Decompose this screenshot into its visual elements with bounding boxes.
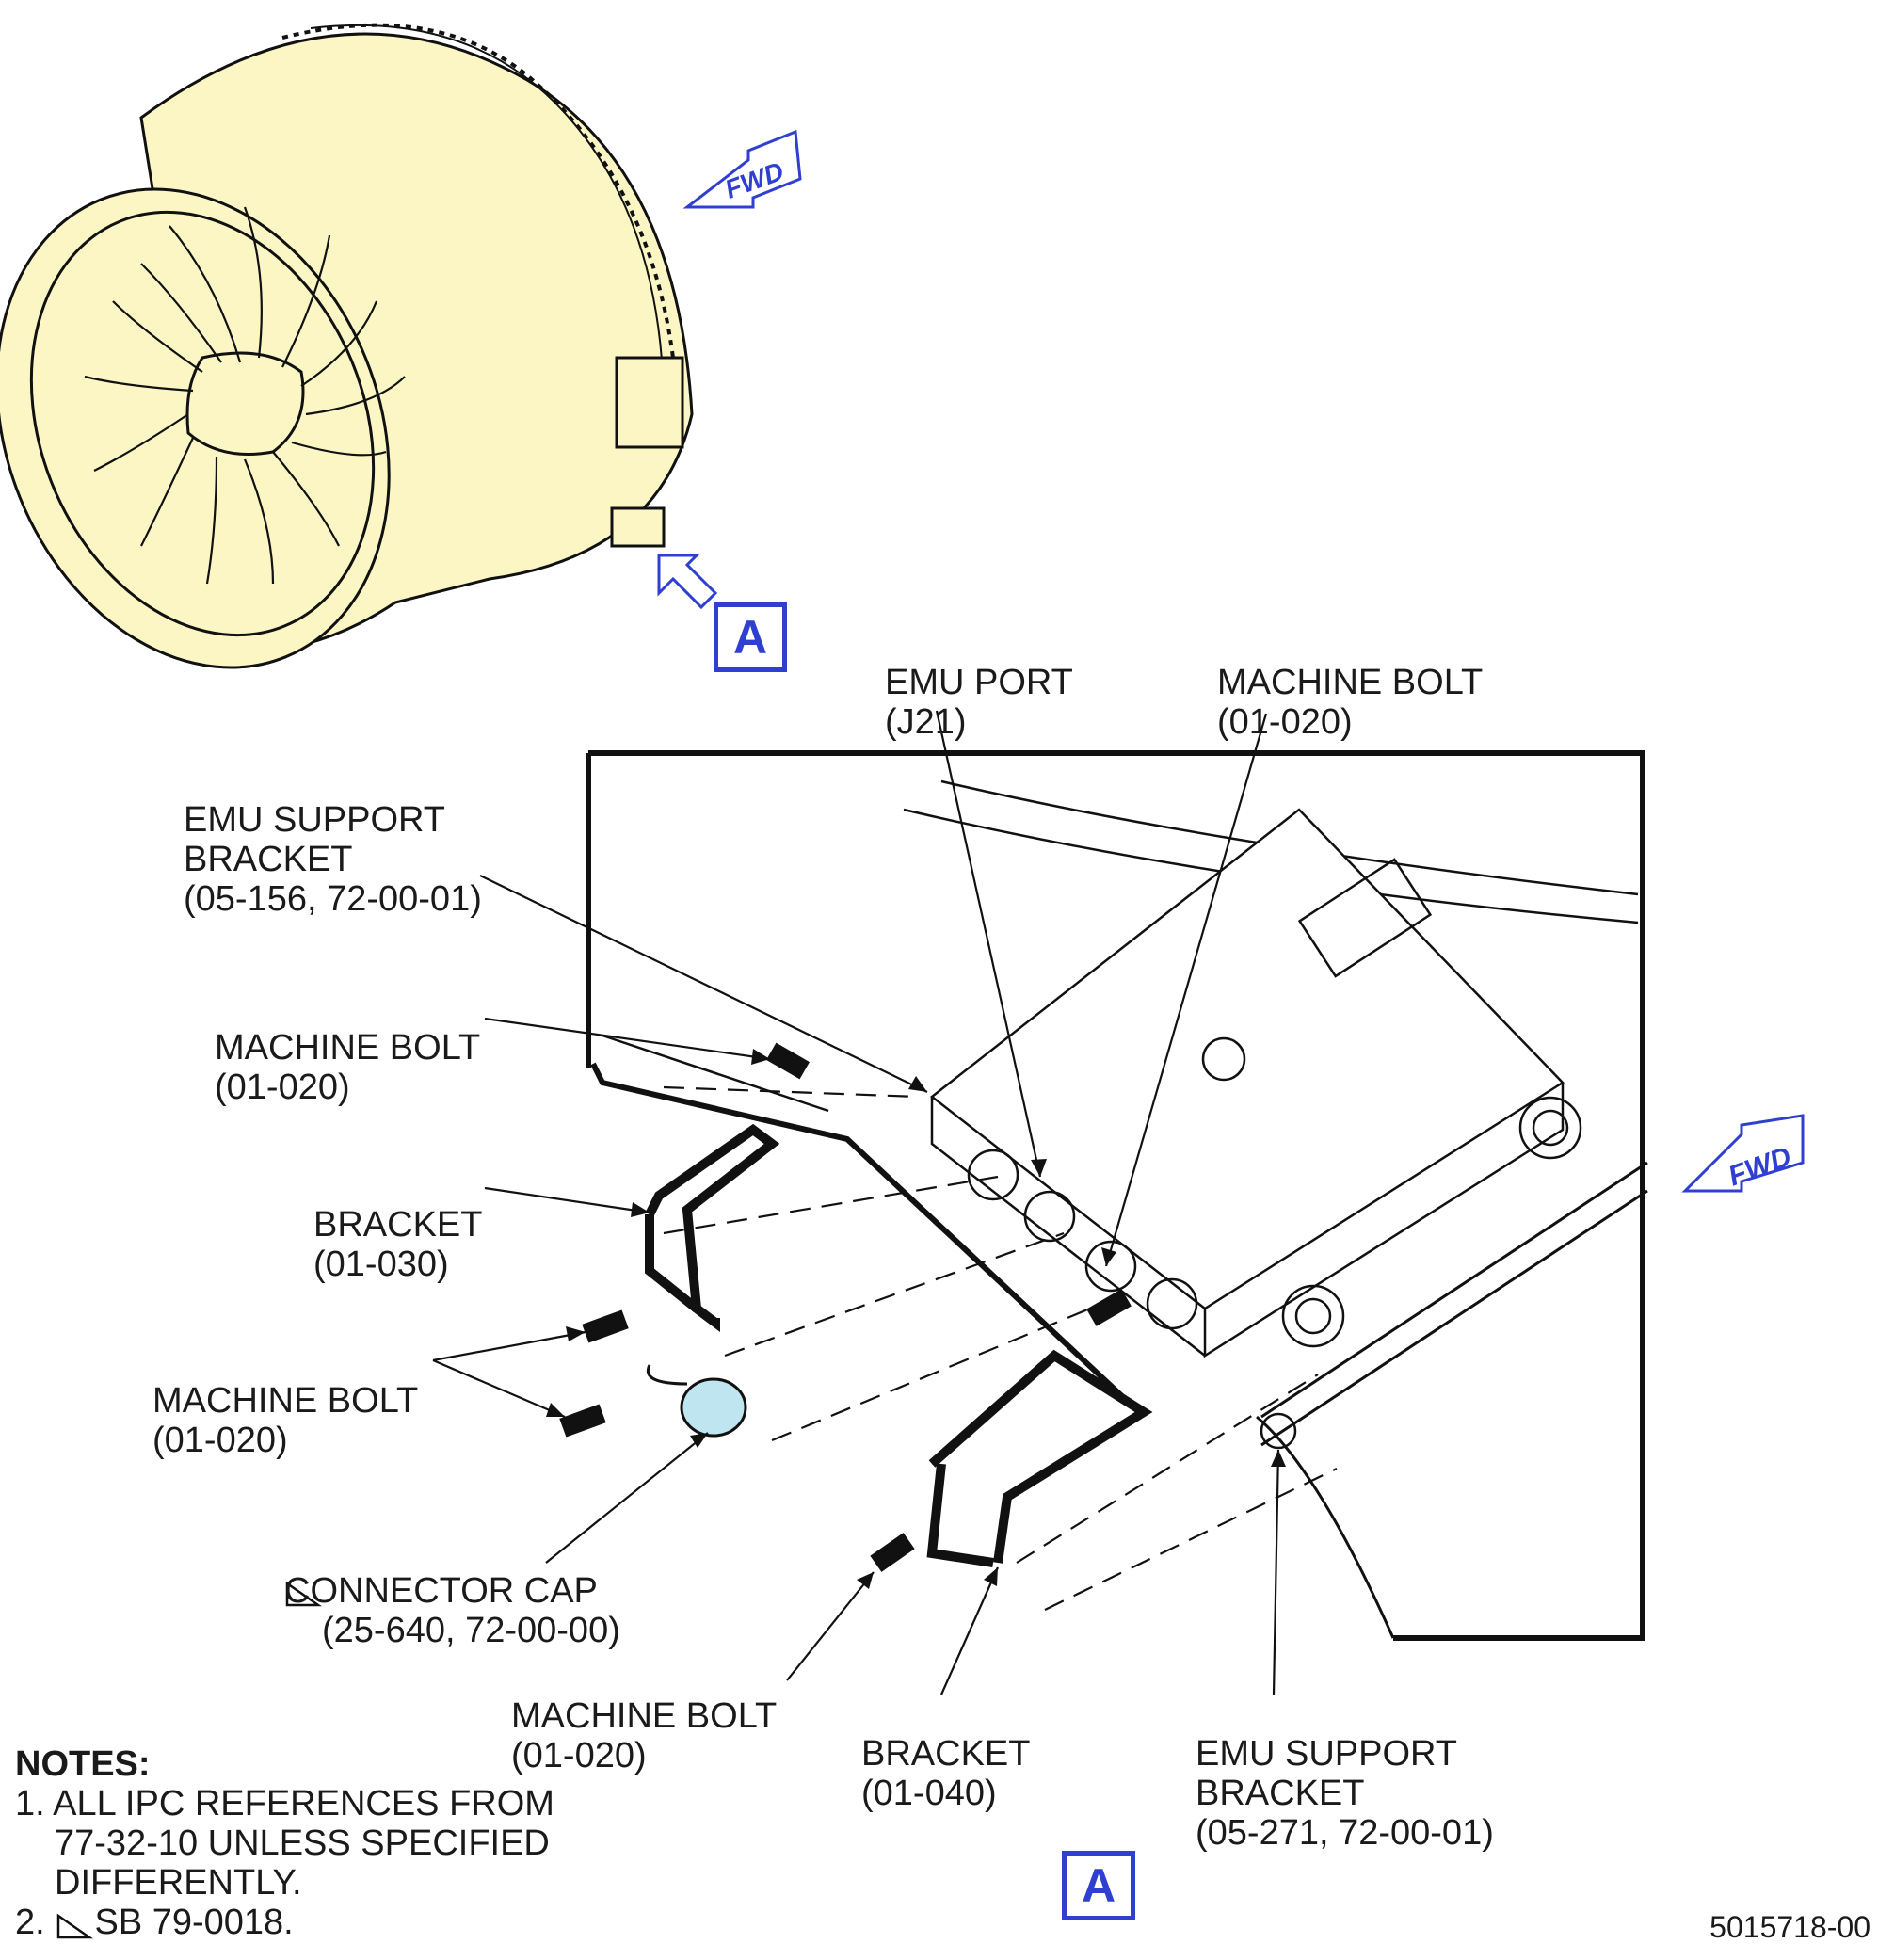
machine-bolt-shapes: [559, 1042, 1132, 1572]
label-bracket-01-040: BRACKET(01-040): [861, 1734, 1031, 1813]
notes-block: NOTES: 1. ALL IPC REFERENCES FROM 77-32-…: [15, 1744, 554, 1942]
view-a-pointer-arrow: [657, 554, 718, 610]
note-1-line-2: 77-32-10 UNLESS SPECIFIED: [55, 1823, 550, 1863]
connector-cap-shape: [646, 1364, 747, 1438]
bracket-01-040-shape: [926, 1349, 1153, 1567]
fwd-arrow-top: FWD: [682, 129, 802, 209]
label-machine-bolt-top: MACHINE BOLT(01-020): [1217, 663, 1484, 742]
label-machine-bolt-bottom: MACHINE BOLT(01-020): [511, 1696, 778, 1775]
bracket-01-030-shape: [645, 1123, 780, 1332]
view-a-tag-bottom: A: [1062, 1851, 1135, 1920]
engine-nacelle-view: [0, 23, 694, 669]
note-1-line-1: 1. ALL IPC REFERENCES FROM: [15, 1784, 554, 1823]
view-a-tag-top: A: [714, 602, 787, 672]
label-connector-cap: CONNECTOR CAP(25-640, 72-00-00): [284, 1571, 620, 1650]
label-machine-bolt-left-lower: MACHINE BOLT(01-020): [152, 1381, 419, 1460]
label-bracket-01-030: BRACKET(01-030): [313, 1205, 483, 1284]
sb-triangle-markers: [56, 1581, 322, 1939]
leader-lines: [432, 710, 1280, 1695]
notes-heading: NOTES:: [15, 1744, 151, 1784]
fwd-arrow-detail: FWD: [1681, 1114, 1805, 1193]
note-1-line-3: DIFFERENTLY.: [55, 1863, 302, 1903]
emu-assembly-detail: [590, 779, 1648, 1639]
label-emu-port: EMU PORT(J21): [885, 663, 1073, 742]
document-number: 5015718-00: [1709, 1910, 1870, 1944]
note-2: 2. SB 79-0018.: [15, 1903, 294, 1942]
leader-arrowheads: [546, 1049, 1286, 1589]
label-machine-bolt-left-upper: MACHINE BOLT(01-020): [215, 1028, 481, 1107]
